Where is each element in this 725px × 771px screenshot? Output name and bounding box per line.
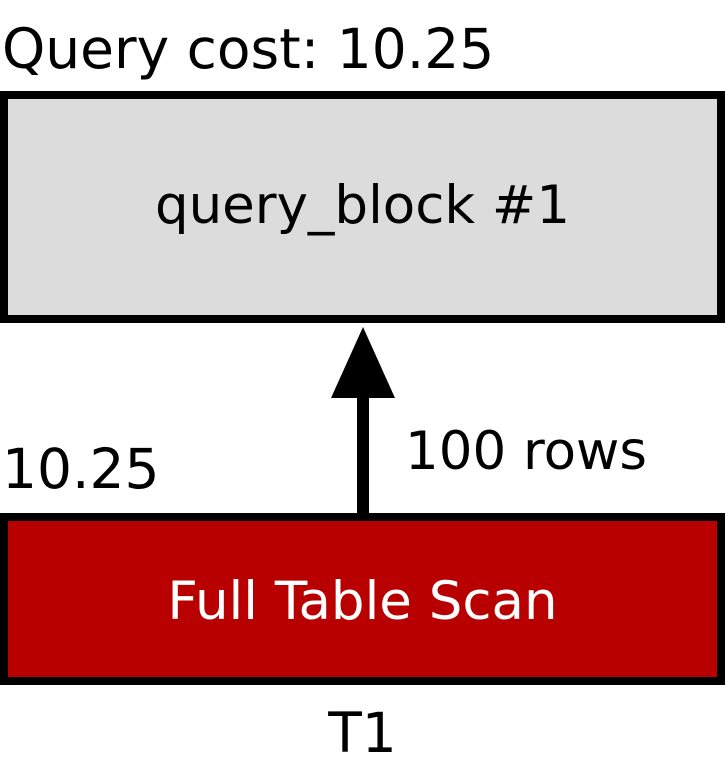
query-block-node[interactable]: query_block #1 (0, 91, 725, 323)
query-cost-label: Query cost: 10.25 (2, 17, 495, 81)
rows-label: 100 rows (405, 421, 648, 482)
arrow-head (331, 327, 395, 398)
scan-cost-label: 10.25 (2, 437, 160, 501)
full-table-scan-node[interactable]: Full Table Scan (0, 513, 725, 685)
full-table-scan-label: Full Table Scan (167, 570, 558, 632)
query-block-label: query_block #1 (154, 174, 571, 236)
arrow-shaft (357, 395, 369, 515)
table-name-label: T1 (328, 701, 397, 765)
